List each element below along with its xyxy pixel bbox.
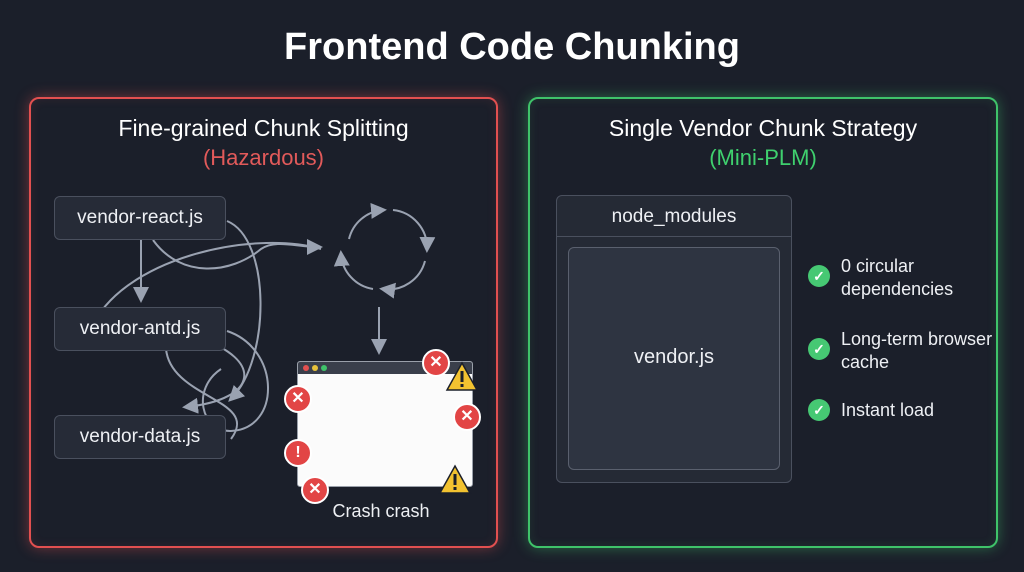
chunk-vendor-react: vendor-react.js [54,196,226,240]
alert-exclamation-icon: ! [284,439,312,467]
vendor-bundle-label: vendor.js [633,346,715,368]
node-modules-container: node_modules vendor.js [556,195,792,483]
check-circle-icon: ✓ [808,265,830,287]
page-title: Frontend Code Chunking [284,26,740,68]
fine-grained-panel: Fine-grained Chunk Splitting (Hazardous) [29,97,498,548]
error-x-icon: ✕ [453,403,481,431]
chunk-vendor-data: vendor-data.js [54,415,226,459]
error-x-icon: ✕ [422,349,450,377]
error-x-icon: ✕ [301,476,329,504]
benefit-label: Instant load [841,400,935,420]
divider [557,236,791,237]
warning-triangle-icon [438,464,472,494]
vendor-bundle: vendor.js [568,247,780,470]
right-panel-title: Single Vendor Chunk Strategy [608,115,918,141]
warning-triangle-icon [445,361,479,391]
node-modules-label: node_modules [611,206,737,227]
crash-label: Crash crash [332,501,430,521]
circular-dependency-icon [333,202,436,299]
check-circle-icon: ✓ [808,338,830,360]
benefit-label: Long-term browser cache [841,329,993,372]
benefit-label: 0 circular dependencies [841,256,954,299]
single-vendor-panel: Single Vendor Chunk Strategy (Mini-PLM) … [528,97,998,548]
check-circle-icon: ✓ [808,399,830,421]
error-x-icon: ✕ [284,385,312,413]
right-panel-subtitle: (Mini-PLM) [709,145,817,170]
left-panel-subtitle: (Hazardous) [202,145,325,170]
chunk-vendor-antd: vendor-antd.js [54,307,226,351]
left-panel-title: Fine-grained Chunk Splitting [118,115,409,141]
